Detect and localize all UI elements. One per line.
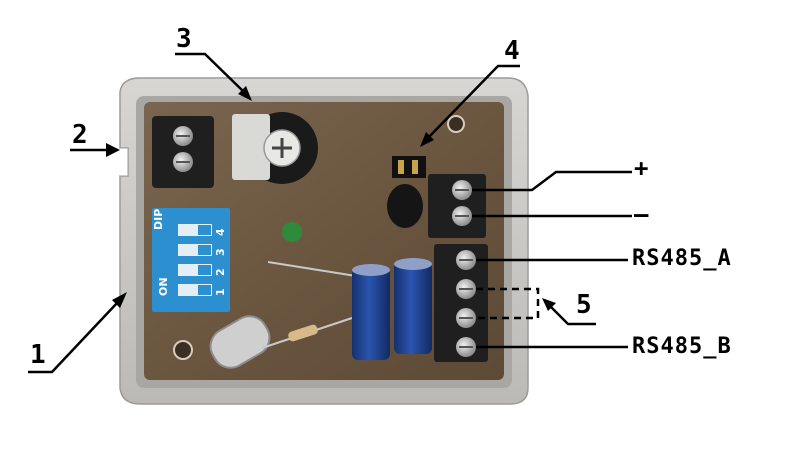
dip-marking-on: ON [157,277,170,296]
dip-position-4: 4 [214,228,227,236]
green-led [282,222,302,242]
label-plus: + [634,154,649,182]
buzzer [387,184,423,228]
label-rs485-b: RS485_B [632,334,732,359]
dip-marking-dip: DIP [152,208,165,230]
capacitor-right [394,258,432,354]
dip-position-2: 2 [214,268,227,276]
capacitor-left [352,264,390,360]
callout-4: 4 [504,36,520,66]
crystal-oscillator [209,315,271,369]
callout-2: 2 [72,120,88,150]
dip-switch [152,208,230,312]
label-rs485-a: RS485_A [632,246,732,271]
label-minus: – [634,200,649,228]
dip-position-1: 1 [214,288,227,296]
terminal-block-left [152,116,214,188]
dip-position-3: 3 [214,248,227,256]
callout-3: 3 [176,24,192,54]
resistor [261,317,353,349]
callout-1: 1 [30,340,46,370]
potentiometer [232,112,318,184]
terminal-block-power [428,174,486,238]
callout-5: 5 [576,290,592,320]
terminal-block-rs485 [434,244,488,362]
leader-lines [28,52,632,374]
jumper-header [392,156,426,178]
